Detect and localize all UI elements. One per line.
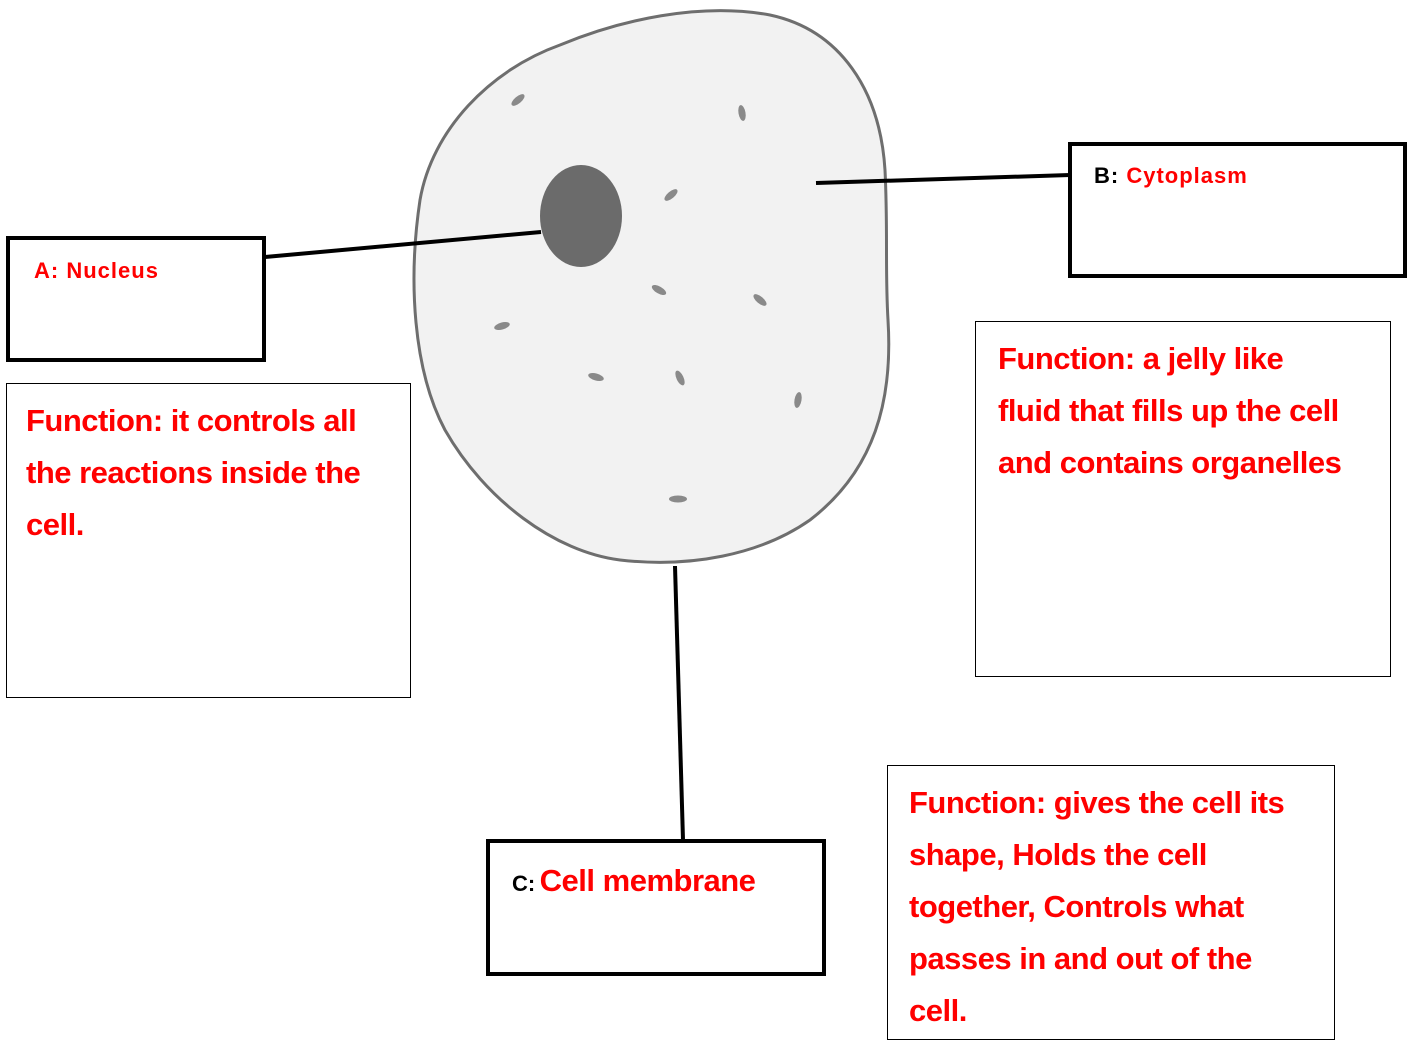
label-name: Cell membrane <box>539 863 756 898</box>
organelle <box>675 370 685 386</box>
function-text: Function: a jelly like fluid that fills … <box>998 341 1342 480</box>
organelle <box>669 495 687 503</box>
organelles <box>494 94 802 503</box>
label-letter: A: <box>34 258 60 283</box>
nucleus-shape <box>540 165 622 267</box>
organelle <box>664 189 678 201</box>
label-name: Cytoplasm <box>1126 163 1248 188</box>
function-box-membrane: Function: gives the cell its shape, Hold… <box>887 765 1335 1040</box>
label-box-membrane: C: Cell membrane <box>486 839 826 976</box>
label-box-nucleus: A: Nucleus <box>6 236 266 362</box>
organelle <box>753 294 767 306</box>
organelle <box>494 322 510 330</box>
organelle <box>588 373 604 381</box>
cell-body <box>412 9 891 564</box>
label-name: Nucleus <box>66 258 159 283</box>
organelle <box>651 284 667 296</box>
function-text: Function: gives the cell its shape, Hold… <box>909 785 1285 1028</box>
leader-line-cytoplasm <box>815 173 1071 185</box>
organelle <box>794 392 802 408</box>
label-letter: C: <box>512 871 536 896</box>
label-letter: B: <box>1094 163 1120 188</box>
organelle <box>511 94 525 106</box>
leader-line-nucleus <box>264 230 542 259</box>
organelle <box>738 105 746 121</box>
leader-line-membrane <box>673 565 685 841</box>
function-text: Function: it controls all the reactions … <box>26 403 361 542</box>
function-box-cytoplasm: Function: a jelly like fluid that fills … <box>975 321 1391 677</box>
label-box-cytoplasm: B: Cytoplasm <box>1068 142 1407 278</box>
function-box-nucleus: Function: it controls all the reactions … <box>6 383 411 698</box>
